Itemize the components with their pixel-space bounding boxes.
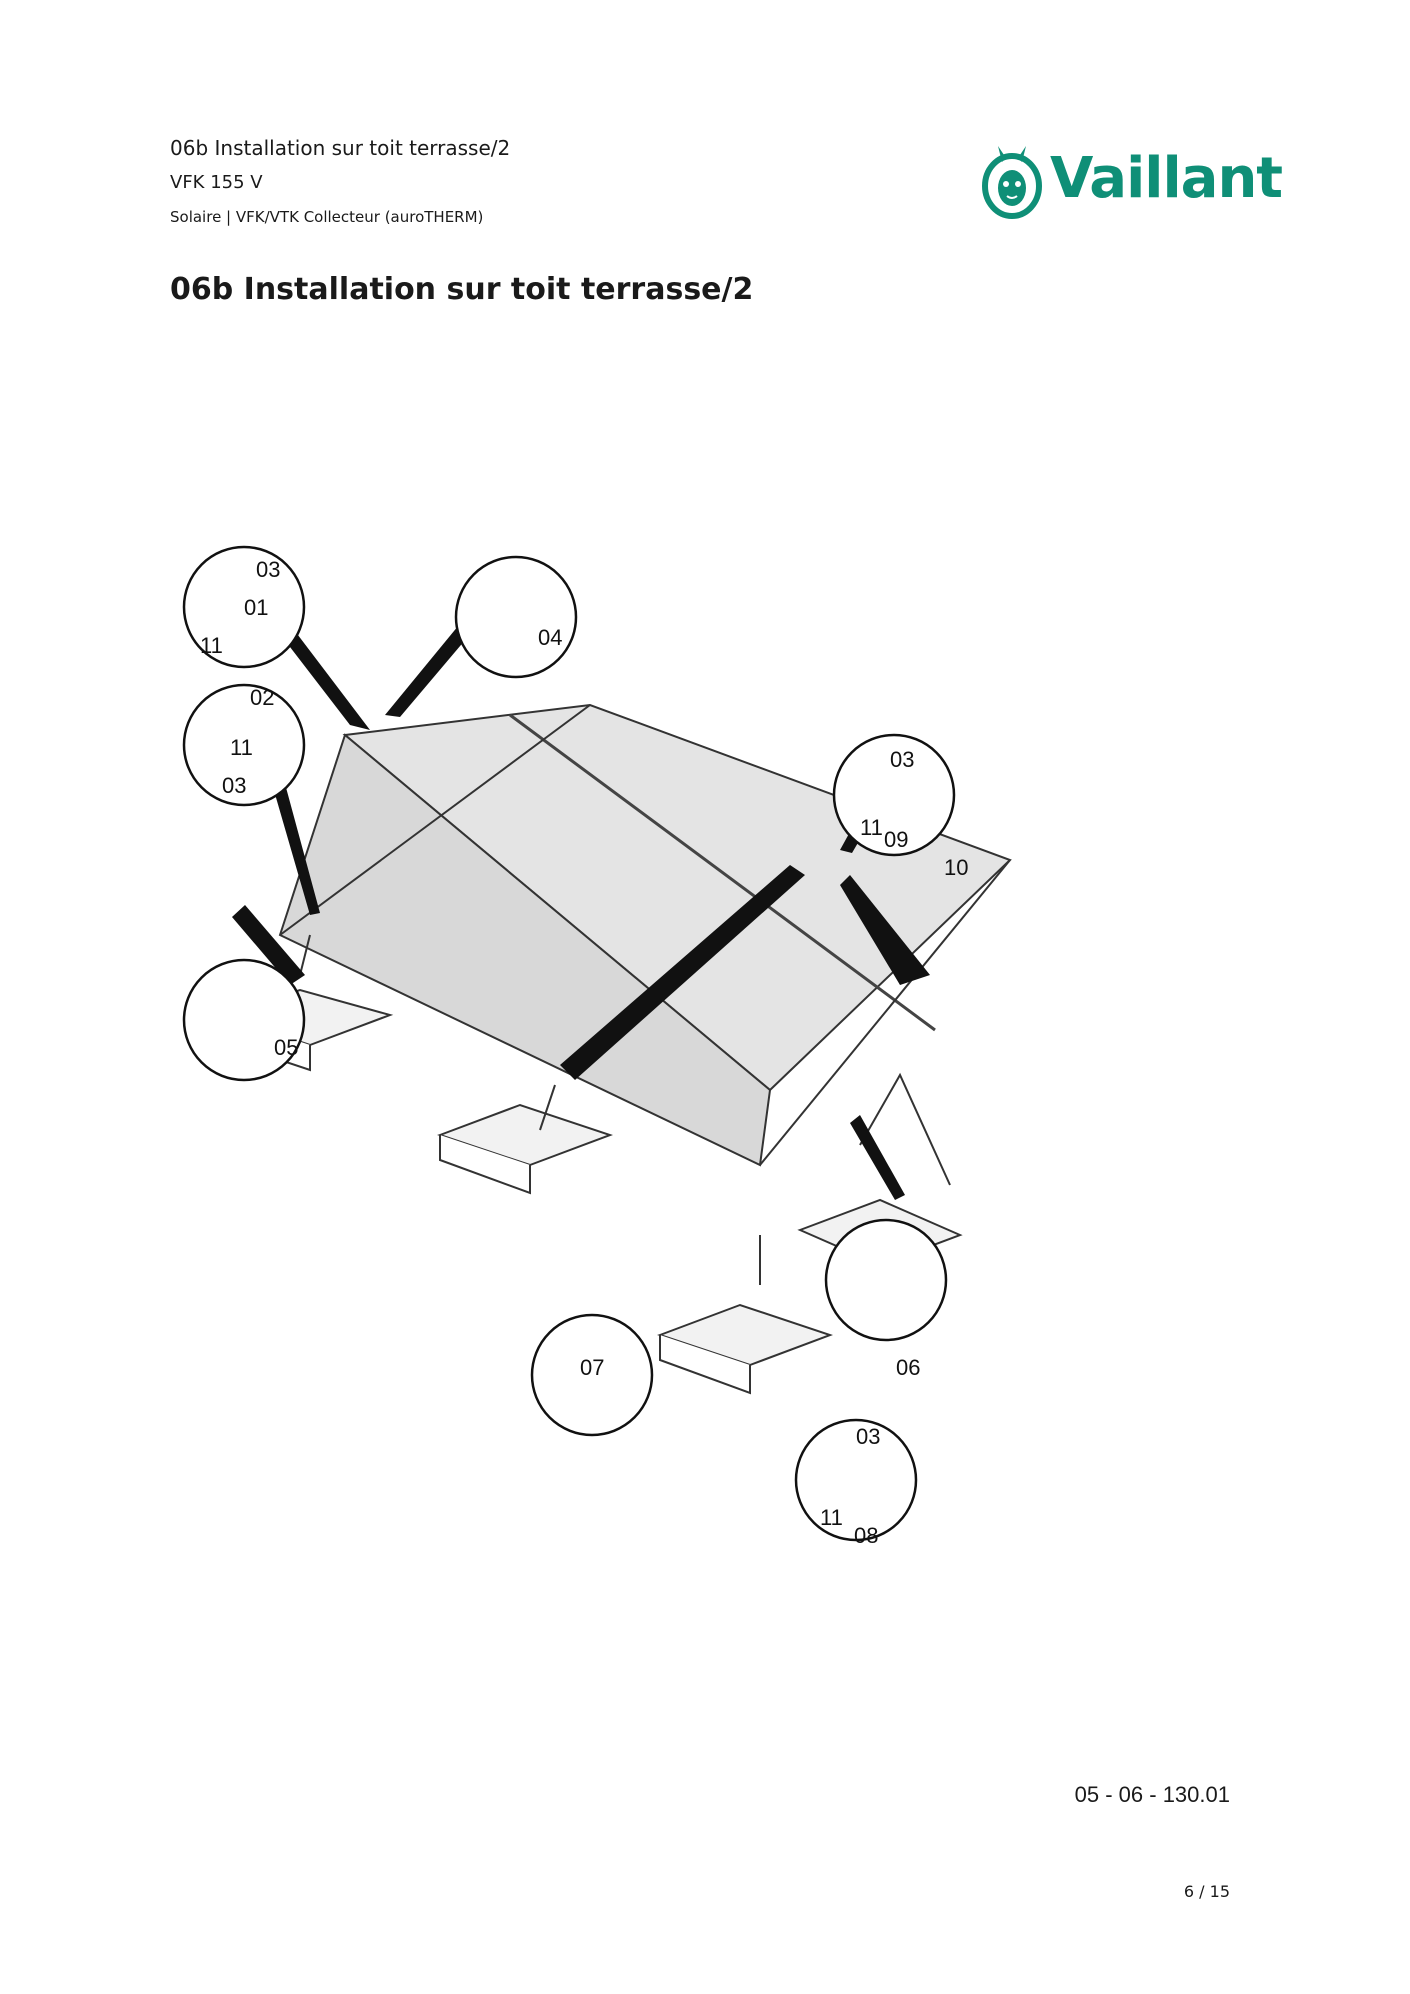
callout-3-label-c: 03: [222, 773, 246, 798]
callout-7-label: 07: [580, 1355, 604, 1380]
callout-2-label: 04: [538, 625, 562, 650]
vaillant-logo: Vaillant: [980, 144, 1283, 220]
callout-1-label-a: 03: [256, 557, 280, 582]
installation-drawing: 03 01 11 04 02 11 03 03 11 09 10 05 06 0…: [182, 545, 1012, 1548]
callout-8-label-c: 08: [854, 1523, 878, 1548]
drawing-code: 05 - 06 - 130.01: [1074, 1782, 1230, 1807]
header-line-1: 06b Installation sur toit terrasse/2: [170, 136, 511, 160]
callout-6-label: 06: [896, 1355, 920, 1380]
page-title: 06b Installation sur toit terrasse/2: [170, 272, 754, 307]
callout-3-label-a: 02: [250, 685, 274, 710]
callout-5-label: 05: [274, 1035, 298, 1060]
callout-1-label-b: 01: [244, 595, 268, 620]
logo-wordmark: Vaillant: [1050, 146, 1283, 211]
callout-8-label-a: 03: [856, 1424, 880, 1449]
hare-icon: [982, 146, 1042, 219]
callout-8-label-b: 11: [820, 1505, 843, 1530]
header-line-3: Solaire | VFK/VTK Collecteur (auroTHERM): [170, 208, 484, 226]
callout-4-label-a: 03: [890, 747, 914, 772]
callout-1-label-c: 11: [200, 633, 223, 658]
header-line-2: VFK 155 V: [170, 172, 263, 193]
callout-4-label-c: 09: [884, 827, 908, 852]
page-number: 6 / 15: [1183, 1882, 1230, 1901]
callout-3-label-b: 11: [230, 735, 253, 760]
callout-4-label-b: 11: [860, 815, 883, 840]
callout-4-label-d: 10: [944, 855, 968, 880]
